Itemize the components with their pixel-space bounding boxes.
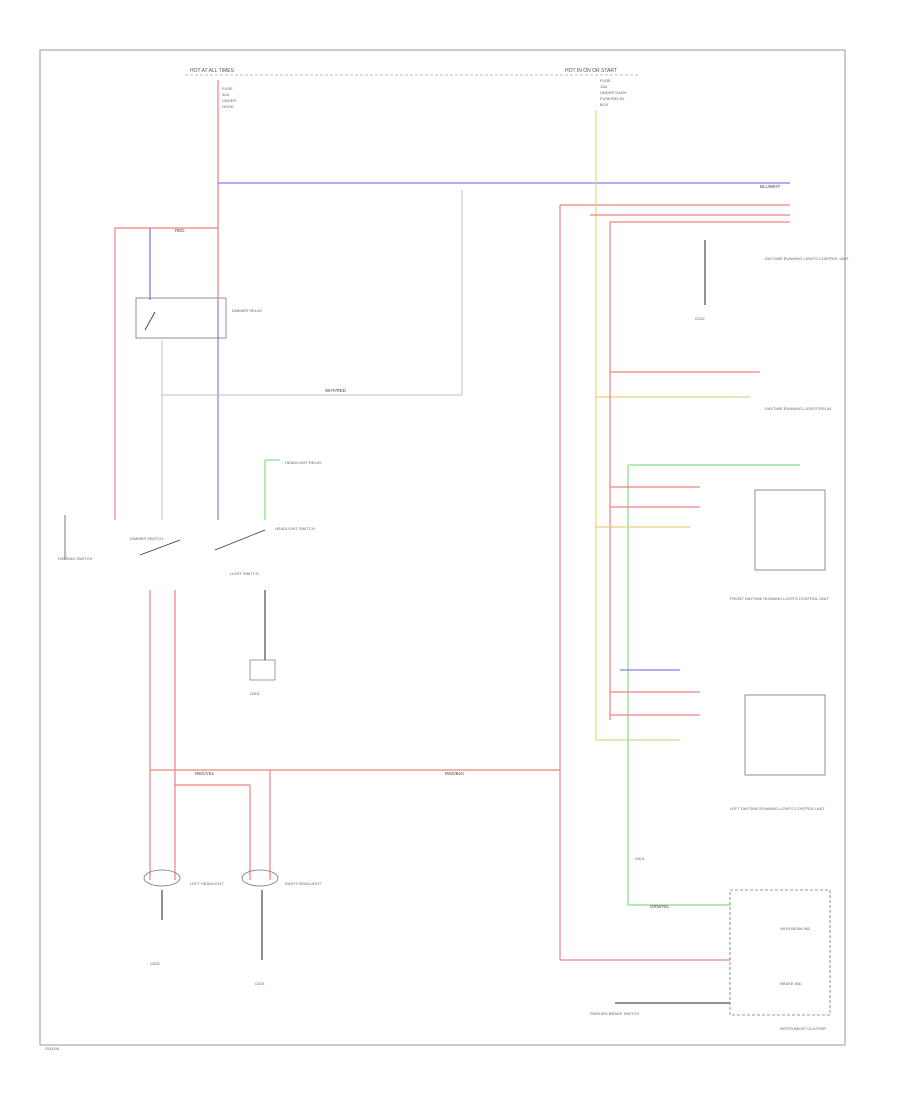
right-label-4: LEFT DAYTIME RUNNING LIGHTS CONTROL UNIT [730,806,825,811]
power-label-left: HOT AT ALL TIMES [190,68,235,74]
fuse-right-label: FUSE 15A UNDER DASH FUSE/RELAY BOX [600,78,627,107]
ground-block-g301 [249,659,276,681]
wire-label-red-yel: RED/YEL [195,771,215,776]
left-headlight-label: LEFT HEADLIGHT [190,881,224,886]
wire-label-grn-yel: GRN/YEL [650,904,670,909]
right-label-2: DAYTIME RUNNING LIGHTS RELAY [765,406,832,411]
svg-text:HOOD: HOOD [222,104,234,109]
page-reference: G00034 [45,1046,60,1051]
headlight-switch-label: HEADLIGHT SWITCH [275,526,315,531]
ground-label-g201: G201 [255,981,266,986]
left-headlight-symbol [143,869,181,887]
svg-text:30A: 30A [222,92,229,97]
svg-text:15A: 15A [600,84,607,89]
svg-text:FUSE/RELAY: FUSE/RELAY [600,96,625,101]
daytime-relay-box-1 [754,489,826,571]
right-label-1: DAYTIME RUNNING LIGHTS CONTROL UNIT [765,256,849,261]
passing-switch-label: PASSING SWITCH [58,556,92,561]
power-label-right: HOT IN ON OR START [565,68,617,74]
dimmer-relay-label: DIMMER RELAY [232,308,262,313]
ground-label-g401: G401 [635,856,646,861]
wire-label-red: RED [175,228,185,233]
daytime-relay-box-2 [744,694,826,776]
fuse-left-label: FUSE 30A UNDER HOOD [222,86,236,109]
ground-label-g202: G202 [695,316,706,321]
instrument-cluster-box [729,889,831,1016]
right-headlight-label: RIGHT HEADLIGHT [285,881,322,886]
headlight-relay-label: HEADLIGHT RELAY [285,460,322,465]
dimmer-switch-contact [139,539,181,556]
ground-label-g301: G301 [250,691,261,696]
diagram-frame [39,49,846,1046]
svg-text:FUSE: FUSE [222,86,233,91]
ground-label-g302: G302 [150,961,161,966]
svg-text:UNDER DASH: UNDER DASH [600,90,627,95]
svg-text:UNDER: UNDER [222,98,236,103]
wire-label-wht-red: WHT/RED [325,388,347,393]
instrument-cluster-label: INSTRUMENT CLUSTER [780,1026,826,1031]
right-headlight-symbol [241,869,279,887]
wire-label-red-blk: RED/BLK [445,771,464,776]
wire-label-blu-wht: BLU/WHT [760,184,781,189]
svg-text:FUSE: FUSE [600,78,611,83]
dimmer-switch-label: DIMMER SWITCH [130,536,163,541]
svg-text:BOX: BOX [600,102,609,107]
light-switch-contact [214,529,266,551]
brake-indicator-label: BRAKE IND [780,981,802,986]
parking-brake-label: PARKING BRAKE SWITCH [590,1011,639,1016]
dimmer-relay-box [135,297,227,339]
light-switch-label: LIGHT SWITCH [230,571,259,576]
dimmer-relay-switch [144,311,156,331]
right-label-3: FRONT DAYTIME RUNNING LIGHTS CONTROL UNI… [730,596,829,601]
high-beam-indicator-label: HIGH BEAM IND [780,926,811,931]
